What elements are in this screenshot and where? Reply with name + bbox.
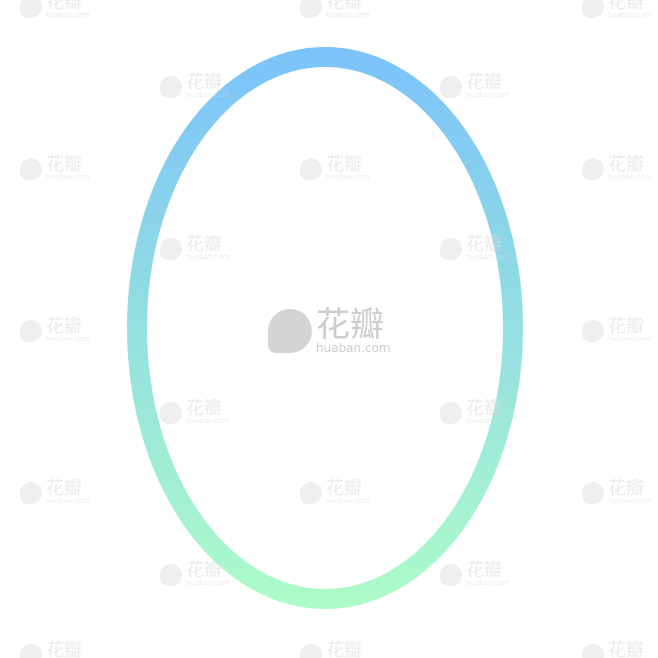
watermark-logo-text: 花瓣 [186,72,222,93]
huaban-logo-icon [440,401,462,424]
watermark-logo-text: 花瓣 [46,640,82,658]
watermark-site: huaban.com [186,91,230,99]
watermark-logo-text: 花瓣 [326,478,362,499]
watermark-logo-text: 花瓣 [466,398,502,419]
huaban-logo-icon [582,481,604,504]
huaban-logo-icon [440,75,462,98]
watermark-logo-text: 花瓣 [608,316,644,337]
huaban-logo-icon [582,643,604,658]
watermark-logo-text: 花瓣 [326,640,362,658]
huaban-logo-icon [160,75,182,98]
watermark-site: huaban.com [466,253,510,261]
watermark-logo-text: 花瓣 [608,0,644,13]
watermark-site: huaban.com [46,335,90,343]
huaban-logo-icon [582,319,604,342]
watermark-site: huaban.com [466,579,510,587]
watermark-site: huaban.com [186,579,230,587]
watermark-logo-text: 花瓣 [466,560,502,581]
huaban-logo-icon [160,401,182,424]
watermark-logo-text: 花瓣 [326,0,362,13]
watermark-logo-text: 花瓣 [466,234,502,255]
huaban-logo-icon [440,237,462,260]
huaban-logo-icon [20,319,42,342]
watermark-site: huaban.com [186,417,230,425]
huaban-logo-icon [160,237,182,260]
huaban-logo-icon [20,481,42,504]
watermark-logo-text: 花瓣 [46,316,82,337]
watermark-logo-text: 花瓣 [186,398,222,419]
gradient-ellipse-outline [127,47,523,609]
watermark-site: huaban.com [326,11,370,19]
watermark-logo-text: 花瓣 [46,154,82,175]
watermark-site: huaban.com [466,91,510,99]
watermark-site: huaban.com [608,11,652,19]
watermark-logo-text: 花瓣 [186,560,222,581]
huaban-logo-icon [582,157,604,180]
watermark-center: 花瓣 huaban.com [268,308,391,354]
huaban-logo-icon [20,157,42,180]
watermark-site: huaban.com [608,497,652,505]
huaban-logo-icon [300,643,322,658]
huaban-logo-icon [440,563,462,586]
watermark-site: huaban.com [46,173,90,181]
huaban-logo-icon [20,643,42,658]
watermark-logo-text: 花瓣 [46,478,82,499]
watermark-site: huaban.com [46,497,90,505]
watermark-site: huaban.com [608,173,652,181]
huaban-logo-icon [582,0,604,18]
watermark-logo-text: 花瓣 [186,234,222,255]
huaban-logo-icon [20,0,42,18]
watermark-site: huaban.com [326,173,370,181]
watermark-logo-text: 花瓣 [326,154,362,175]
huaban-logo-icon [300,481,322,504]
watermark-site: huaban.com [46,11,90,19]
watermark-site: huaban.com [466,417,510,425]
watermark-site: huaban.com [186,253,230,261]
huaban-logo-icon [300,0,322,18]
watermark-logo-text: 花瓣 [316,305,384,345]
huaban-logo-icon [300,157,322,180]
watermark-logo-text: 花瓣 [46,0,82,13]
huaban-logo-icon [268,309,312,353]
watermark-logo-text: 花瓣 [466,72,502,93]
watermark-logo-text: 花瓣 [608,640,644,658]
watermark-logo-text: 花瓣 [608,478,644,499]
watermark-site: huaban.com [326,497,370,505]
watermark-site: huaban.com [316,341,391,355]
watermark-site: huaban.com [608,335,652,343]
huaban-logo-icon [160,563,182,586]
watermark-logo-text: 花瓣 [608,154,644,175]
